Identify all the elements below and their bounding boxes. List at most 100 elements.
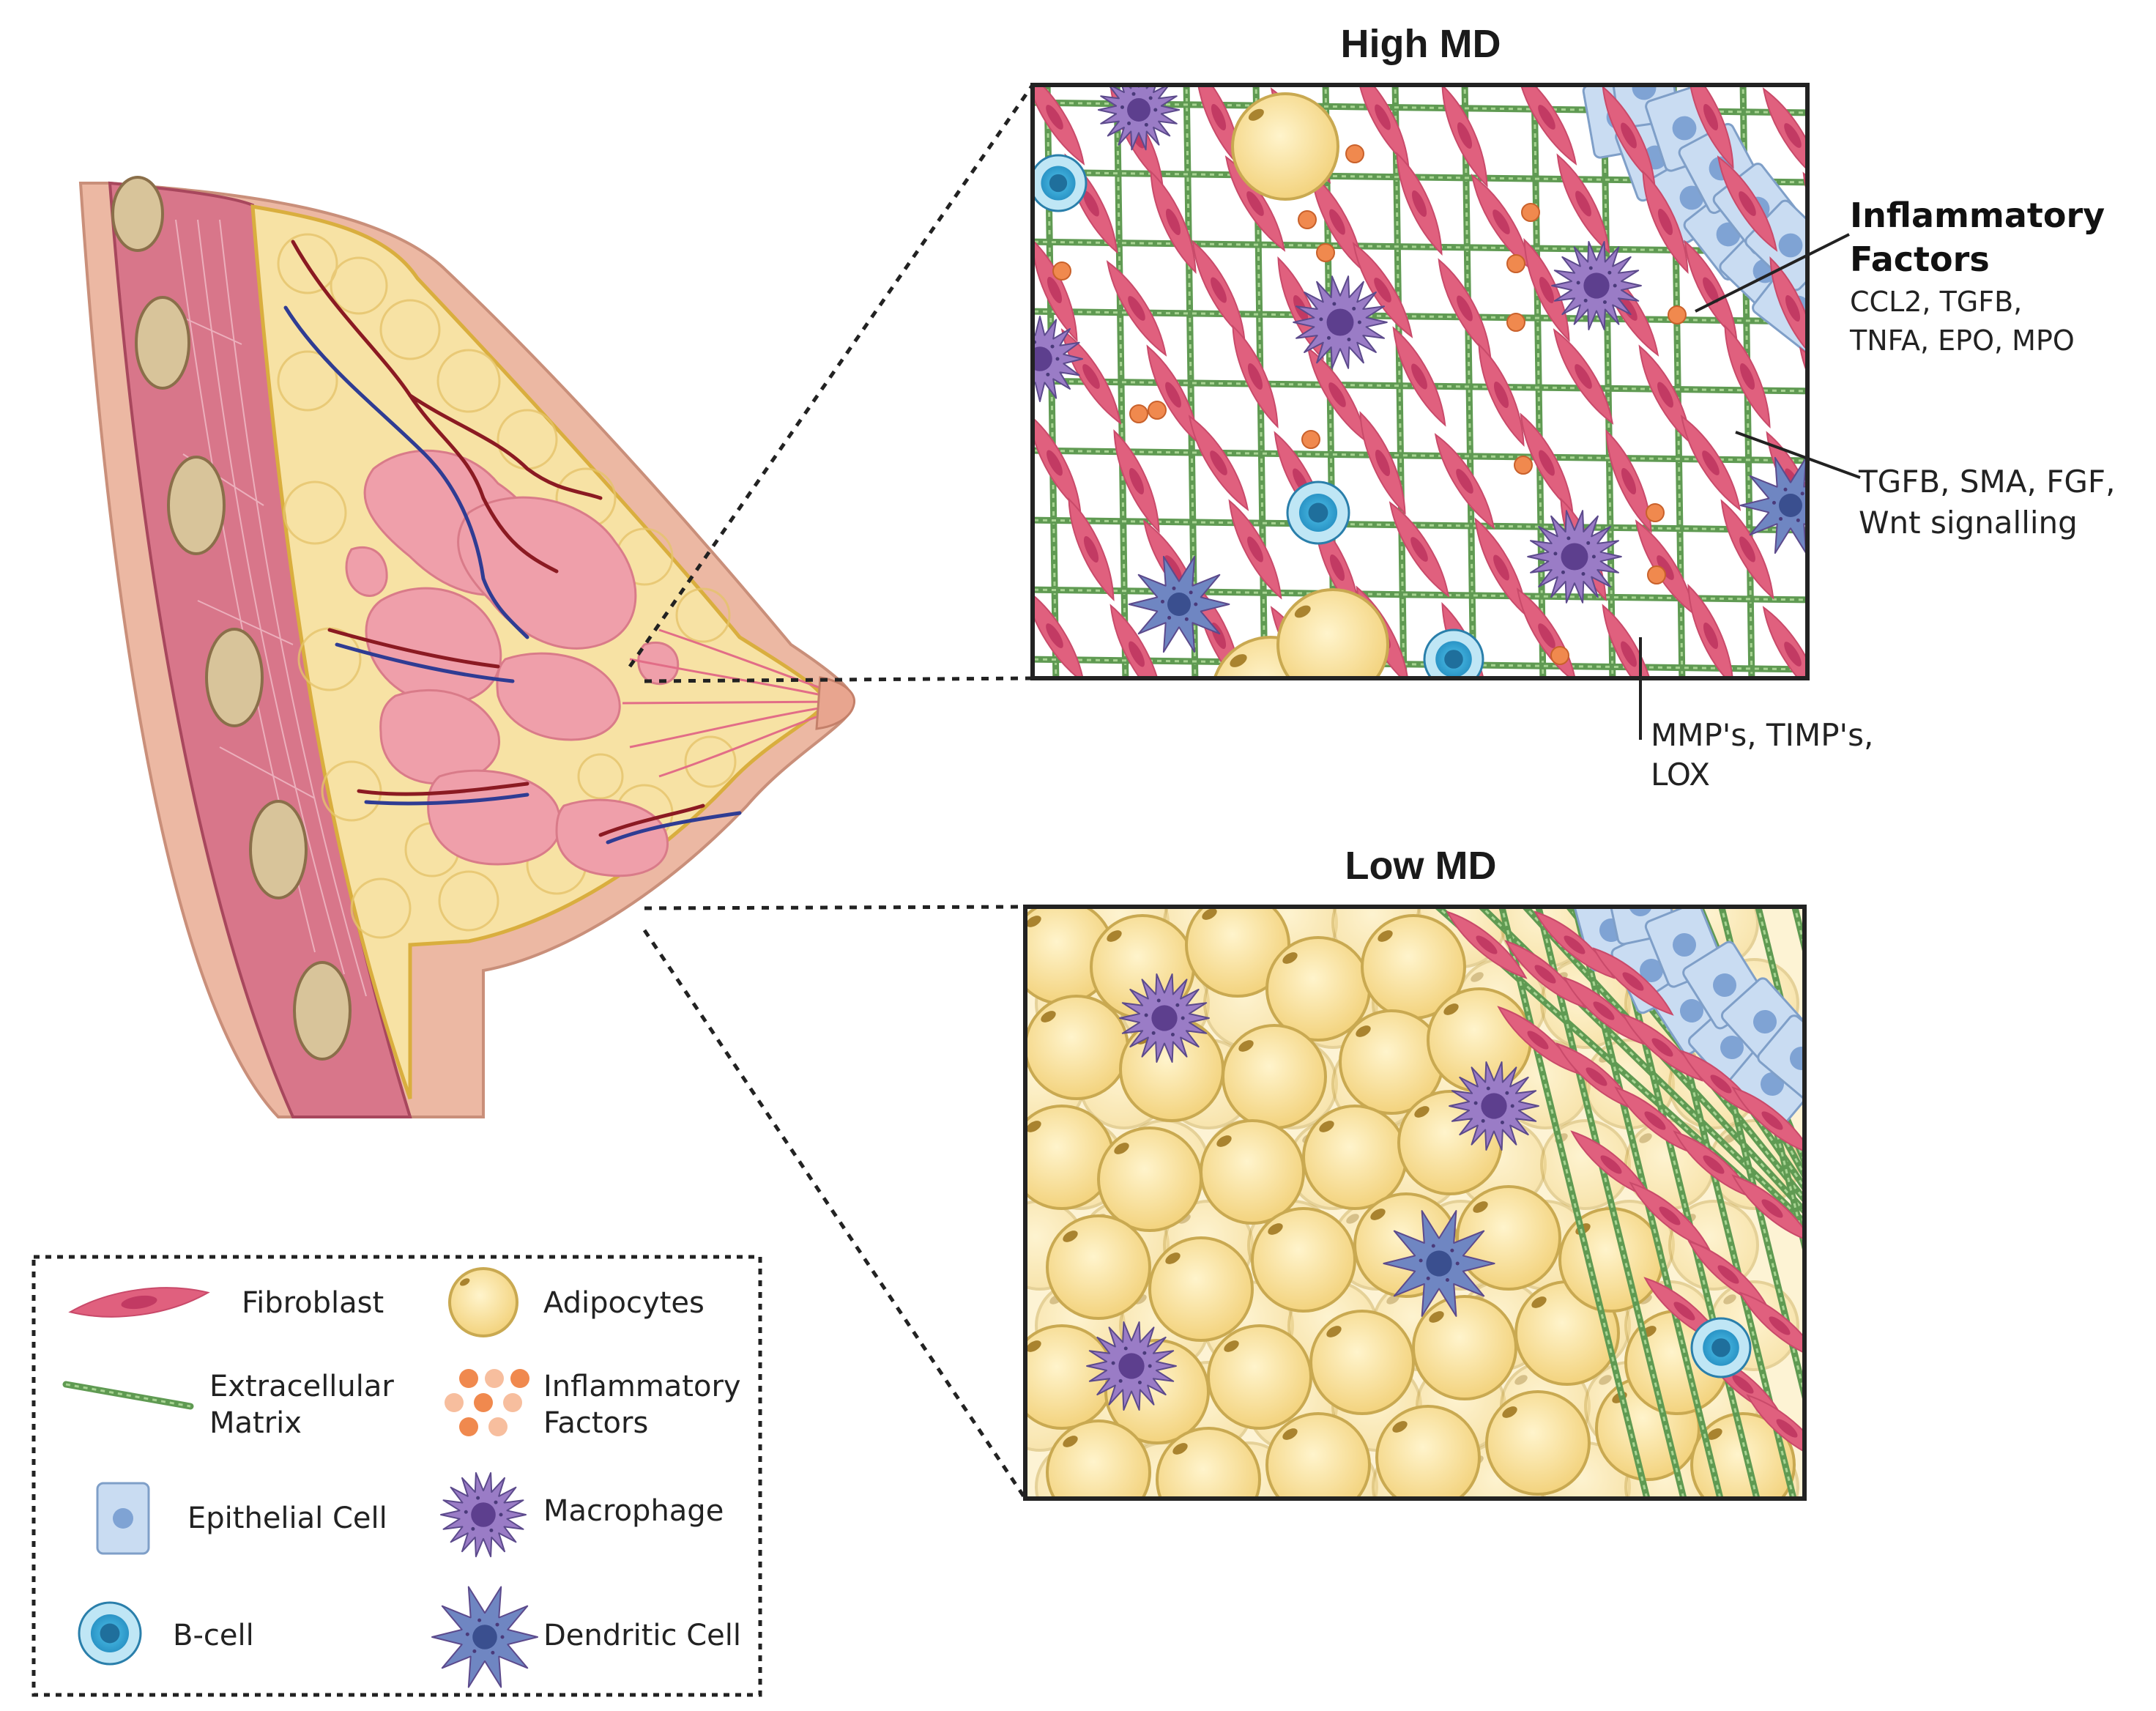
adipocyte-cell [1222, 1024, 1327, 1129]
ecm-fiber-horizontal [1033, 447, 1807, 464]
b-cell [1033, 154, 1088, 212]
legend-bcell: B-cell [173, 1619, 254, 1652]
adipocyte-cell [1207, 1324, 1312, 1430]
legend-adipocytes: Adipocytes [543, 1286, 705, 1320]
inflammatory-factors-list-1: CCL2, TGFB, [1850, 286, 2022, 318]
fibroblast-cell [1731, 1174, 1804, 1243]
fibroblast-cell [1642, 170, 1689, 274]
inflammatory-factor [1506, 254, 1525, 273]
inflammatory-factor [1646, 503, 1665, 522]
adipocyte-cell [1375, 1405, 1481, 1499]
fibroblast-cell [1621, 1013, 1703, 1082]
adipocyte-cell [1302, 1105, 1408, 1210]
fibroblast-cell [1068, 497, 1115, 601]
fibroblast-signalling-2: Wnt signalling [1859, 505, 2078, 541]
macrophage-cell [1449, 1061, 1539, 1151]
inflammatory-factor [1550, 646, 1569, 665]
legend-epithelial: Epithelial Cell [187, 1502, 387, 1535]
fibroblast-cell [1592, 947, 1674, 1016]
legend-inflammatory-2: Factors [543, 1406, 648, 1440]
macrophage-cell [1033, 316, 1083, 402]
inflammatory-factor [1129, 404, 1148, 423]
inflammatory-factors-list-2: TNFA, EPO, MPO [1849, 324, 2075, 357]
inflammatory-factor [1148, 401, 1167, 420]
fibroblast-cell [1352, 242, 1413, 338]
inflammatory-factor [1052, 261, 1071, 281]
macrophage-cell [1527, 510, 1622, 604]
adipocyte-cell [1046, 1419, 1151, 1499]
fibroblast-cell [1478, 343, 1525, 447]
fibroblast-cell [1534, 910, 1616, 979]
adipocyte-cell [1485, 1390, 1591, 1496]
fibroblast-signalling-1: TGFB, SMA, FGF, [1858, 464, 2115, 500]
inflammatory-factor [1345, 144, 1364, 163]
fibroblast-cell [1739, 1291, 1804, 1360]
fibroblast-cell [1516, 85, 1577, 166]
fibroblast-cell [1629, 1181, 1711, 1250]
high-md-cells [1033, 85, 1807, 678]
fibroblast-cell [1228, 499, 1282, 600]
high-md-frame [1030, 83, 1810, 680]
veins [283, 305, 742, 845]
breast-cross-section [78, 176, 855, 1118]
fibroblast-cell [1720, 499, 1774, 600]
macrophage-cell [1086, 1321, 1177, 1411]
adipocyte-cell [1309, 1310, 1415, 1415]
fibroblast-cell [1746, 1394, 1804, 1463]
inflammatory-factor [1647, 565, 1666, 584]
ecm-fiber-vertical [1813, 81, 1821, 685]
inflammatory-factor [1506, 313, 1525, 332]
adipocyte-cell [1097, 1127, 1202, 1232]
low-md-panel [1025, 907, 1804, 1499]
adipocyte-cell [1276, 588, 1389, 678]
muscle-fibers [160, 219, 367, 997]
epithelial-cell [1757, 1014, 1804, 1102]
ecm-remodelling-2: LOX [1651, 757, 1710, 793]
b-cell [1423, 628, 1484, 678]
adipocyte-cell [1046, 1214, 1151, 1320]
inflammatory-factors-title-1: Inflammatory [1850, 196, 2105, 235]
ecm-remodelling-1: MMP's, TIMP's, [1651, 717, 1873, 753]
legend-box [31, 1255, 762, 1697]
low-md-frame [1023, 905, 1807, 1501]
adipocyte-cell [1200, 1119, 1305, 1225]
ecm-fiber [1535, 907, 1687, 1499]
legend: Fibroblast Adipocytes Extracellular Matr… [31, 1255, 762, 1697]
adipocyte-cell [1148, 1236, 1254, 1342]
high-md-panel [1033, 81, 1821, 685]
macrophage-legend-icon [440, 1471, 527, 1558]
fibroblast-cell [1441, 85, 1488, 188]
zoom-lines [628, 83, 1035, 1500]
nipple [815, 676, 855, 730]
fibroblast-cell [1106, 260, 1167, 357]
macrophage-cell [1551, 241, 1642, 330]
fibroblast-cell [1033, 85, 1085, 166]
ecm-fiber [1791, 907, 1804, 960]
inflammatory-factor [1298, 210, 1317, 229]
fibroblast-cell [1359, 411, 1406, 515]
fibroblast-cell [1033, 238, 1078, 342]
fibroblast-cell [1497, 1006, 1579, 1075]
fibroblast-cell [1150, 170, 1197, 274]
inflammatory-factor [1301, 430, 1320, 449]
fibroblast-cell [1553, 328, 1614, 425]
low-md-adipocytes [1025, 907, 1799, 1499]
fibroblast-cell [1434, 433, 1495, 530]
fibroblast-cell [1687, 584, 1734, 678]
legend-ecm-1: Extracellular [209, 1370, 394, 1403]
fibroblast-cell [1232, 324, 1279, 428]
fibroblast-cell [1523, 238, 1570, 342]
adipocyte-cell [1025, 995, 1129, 1100]
legend-macrophage: Macrophage [543, 1494, 724, 1528]
dendritic-cell [1383, 1210, 1495, 1317]
b-cell [1286, 480, 1350, 545]
legend-icons [62, 1267, 538, 1688]
legend-ecm-2: Matrix [209, 1406, 302, 1440]
ecm-legend-icon [62, 1381, 194, 1410]
fibroblast-cell [1033, 587, 1085, 678]
fibroblast-cell [1769, 256, 1807, 360]
fibroblast-cell [1504, 940, 1586, 1009]
fibroblast-cell [1687, 85, 1734, 169]
ecm-fiber [1498, 907, 1651, 1499]
